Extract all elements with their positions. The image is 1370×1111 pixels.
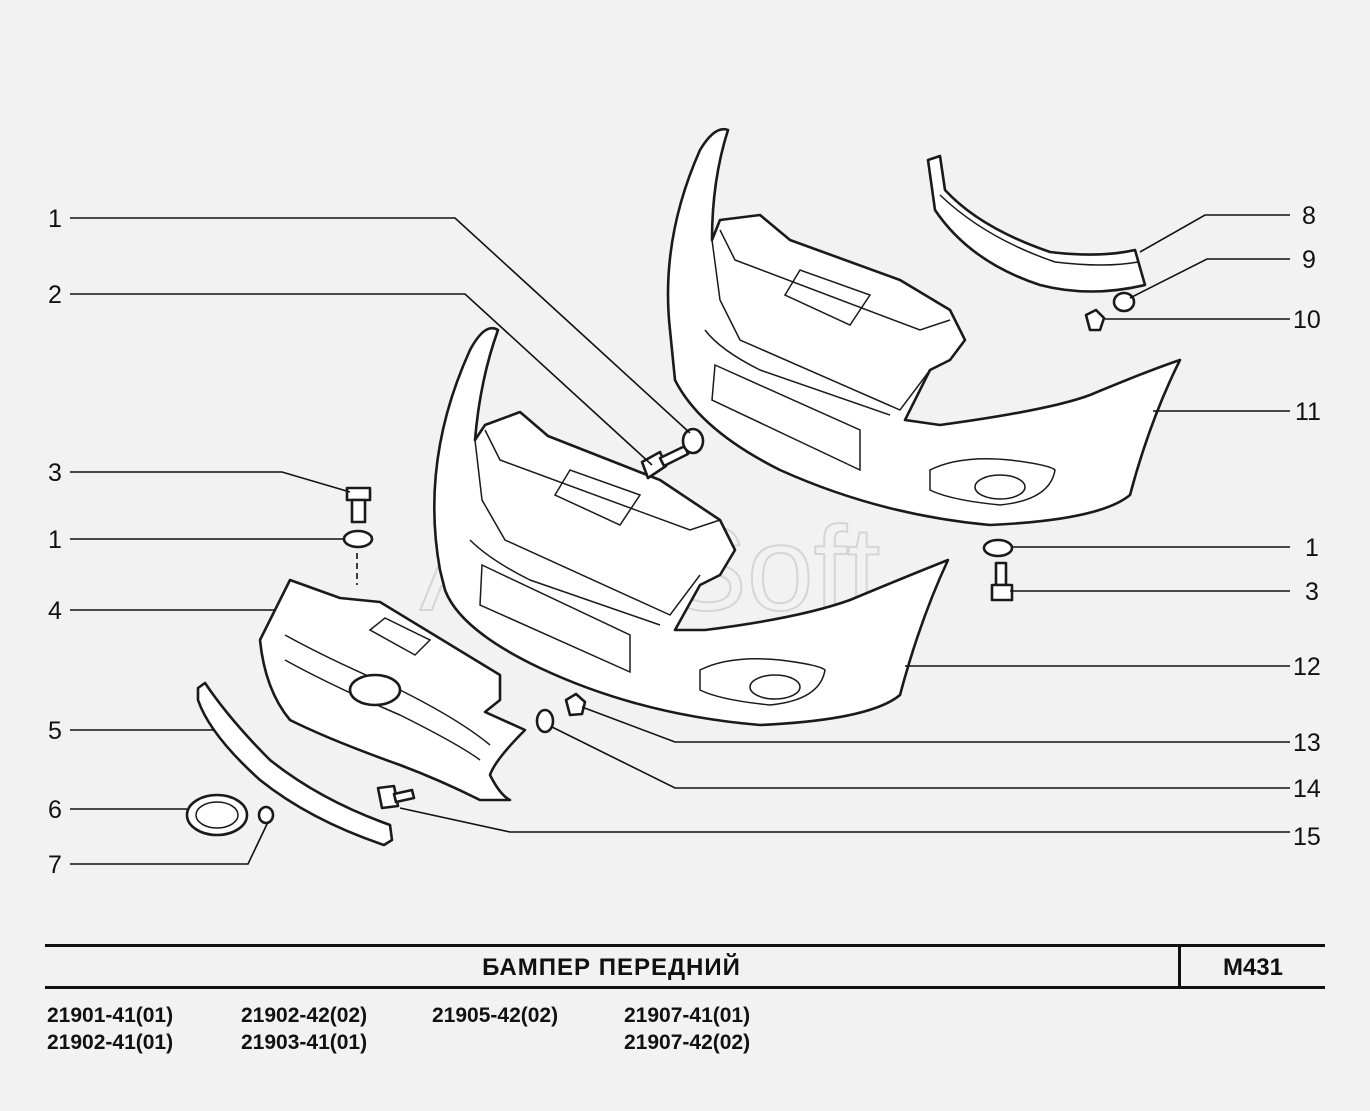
model-code: 21905-42(02) xyxy=(432,1004,559,1027)
callout-10: 10 xyxy=(1293,306,1321,334)
bumper-upper xyxy=(666,127,1182,527)
washer-1-top xyxy=(681,427,705,455)
callout-9: 9 xyxy=(1302,246,1316,274)
leader-lines xyxy=(70,214,1290,865)
callout-14: 14 xyxy=(1293,775,1321,803)
title-divider xyxy=(1178,947,1181,986)
emblem xyxy=(185,793,249,837)
washer-14 xyxy=(535,708,555,734)
bolt-3-right xyxy=(990,561,1014,602)
bolt-3-left xyxy=(345,486,372,524)
washer-1-right xyxy=(982,538,1014,558)
callout-2: 2 xyxy=(48,281,62,309)
diagram-code: M431 xyxy=(1222,954,1284,981)
model-code: 21903-41(01) xyxy=(241,1031,368,1054)
callout-1b: 1 xyxy=(48,526,62,554)
bolt-2 xyxy=(640,444,690,480)
clip-15 xyxy=(376,784,416,810)
callout-11: 11 xyxy=(1295,398,1321,426)
callouts-right: 8 9 10 11 1 3 12 13 14 15 xyxy=(1293,202,1321,851)
callout-12: 12 xyxy=(1293,653,1321,681)
callout-3: 3 xyxy=(48,459,62,487)
callout-1c: 1 xyxy=(1305,534,1319,562)
callout-15: 15 xyxy=(1293,823,1321,851)
grille xyxy=(258,578,527,802)
exploded-parts-diagram: AutoSoft xyxy=(48,127,1321,879)
model-code: 21907-42(02) xyxy=(624,1031,751,1054)
model-code: 21907-41(01) xyxy=(624,1004,751,1027)
callout-6: 6 xyxy=(48,796,62,824)
callout-3b: 3 xyxy=(1305,578,1319,606)
model-code: 21902-41(01) xyxy=(47,1031,174,1054)
callout-8: 8 xyxy=(1302,202,1316,230)
reinforcement-bar xyxy=(926,154,1147,293)
title-block: БАМПЕР ПЕРЕДНИЙ M431 xyxy=(45,944,1325,989)
nut-7 xyxy=(257,805,275,825)
nut-13 xyxy=(564,692,587,717)
trim-strip xyxy=(196,681,394,847)
diagram-title: БАМПЕР ПЕРЕДНИЙ xyxy=(482,954,741,981)
nut-10 xyxy=(1084,308,1106,332)
callout-5: 5 xyxy=(48,717,62,745)
callout-1: 1 xyxy=(48,205,62,233)
callout-7: 7 xyxy=(48,851,62,879)
callout-13: 13 xyxy=(1293,729,1321,757)
bumper-lower xyxy=(433,326,950,727)
callout-4: 4 xyxy=(48,597,62,625)
washer-9 xyxy=(1112,291,1136,313)
washer-1-left xyxy=(342,529,374,549)
callouts-left: 1 2 3 1 4 5 6 7 xyxy=(48,205,62,879)
model-code: 21901-41(01) xyxy=(47,1004,174,1027)
model-code: 21902-42(02) xyxy=(241,1004,368,1027)
